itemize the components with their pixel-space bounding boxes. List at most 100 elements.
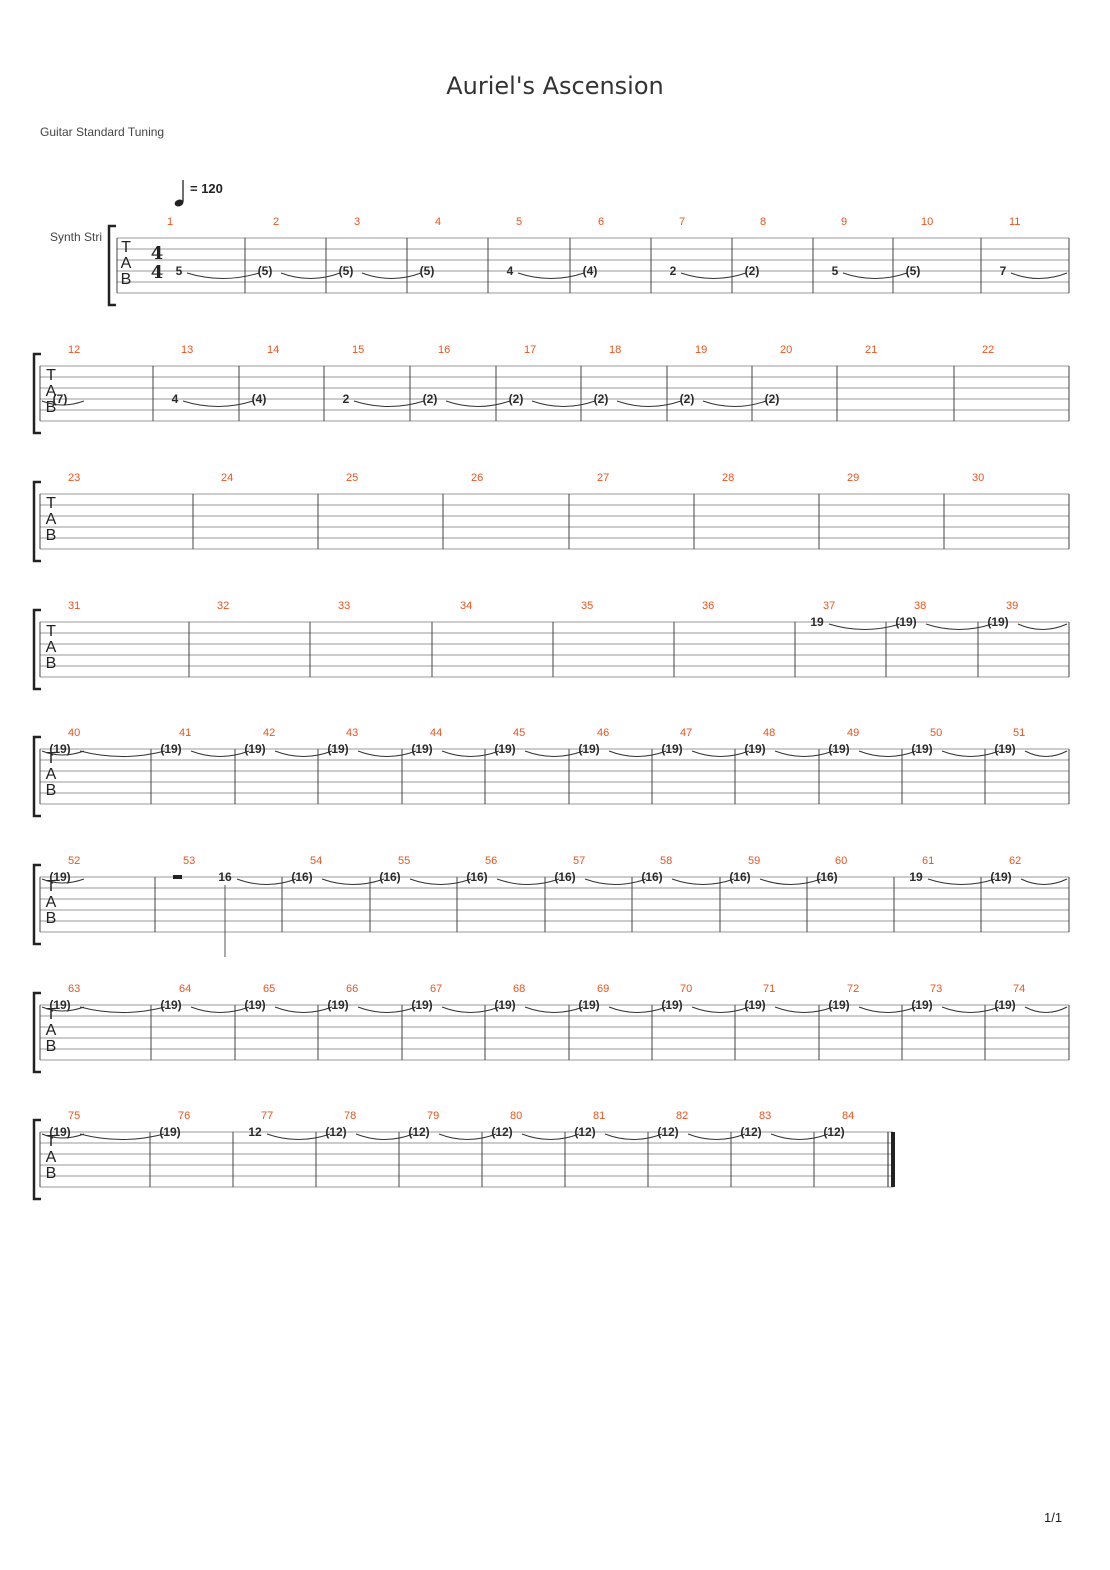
measure-number: 59 xyxy=(748,855,760,867)
tie-arc xyxy=(927,878,996,885)
measure-number: 61 xyxy=(922,855,934,867)
measure-number: 40 xyxy=(68,727,80,739)
fret-number: (12) xyxy=(657,1125,678,1139)
measure-number: 11 xyxy=(1009,216,1020,228)
fret-number: (19) xyxy=(160,742,181,756)
measure-number: 48 xyxy=(763,727,775,739)
measure-number: 19 xyxy=(695,344,707,356)
tie-arc xyxy=(774,1006,834,1013)
measure-number: 76 xyxy=(178,1110,190,1122)
fret-number: (4) xyxy=(583,264,598,278)
measure-number: 18 xyxy=(609,344,621,356)
measure-number: 58 xyxy=(660,855,672,867)
fret-number: (2) xyxy=(594,392,609,406)
staff-bracket xyxy=(32,735,41,818)
tie-arc xyxy=(517,272,585,279)
tie-arc xyxy=(438,1133,497,1140)
measure-number: 13 xyxy=(181,344,193,356)
fret-number: (19) xyxy=(744,742,765,756)
tie-arc xyxy=(321,878,385,885)
measure-number: 12 xyxy=(68,344,80,356)
tab-clef-letter: T xyxy=(46,367,56,384)
measure-number: 6 xyxy=(598,216,604,228)
measure-number: 9 xyxy=(841,216,847,228)
tie-arc xyxy=(774,750,834,757)
tie-arc xyxy=(41,750,85,756)
fret-number: (19) xyxy=(987,615,1008,629)
fret-number: (19) xyxy=(49,870,70,884)
measure-number: 66 xyxy=(346,983,358,995)
tab-clef-letter: B xyxy=(46,399,57,416)
fret-number: (16) xyxy=(641,870,662,884)
instrument-name: Synth Stri xyxy=(50,230,103,244)
tab-clef-letter: T xyxy=(46,878,56,895)
tie-arc xyxy=(1020,878,1068,885)
measure-number: 24 xyxy=(221,472,233,484)
measure-number: 14 xyxy=(267,344,279,356)
tie-arc xyxy=(584,878,647,885)
staff-bracket xyxy=(32,863,41,946)
staff-system: TAB52(19)531654(16)55(16)56(16)57(16)58(… xyxy=(32,855,1070,957)
tab-clef-letter: A xyxy=(46,383,57,400)
measure-number: 70 xyxy=(680,983,692,995)
fret-number: (19) xyxy=(49,742,70,756)
measure-number: 47 xyxy=(680,727,692,739)
fret-number: (4) xyxy=(252,392,267,406)
tie-arc xyxy=(236,878,297,885)
measure-number: 37 xyxy=(823,600,835,612)
measure-number: 39 xyxy=(1006,600,1018,612)
measure-number: 84 xyxy=(842,1110,854,1122)
tie-arc xyxy=(759,878,822,885)
measure-number: 68 xyxy=(513,983,525,995)
fret-number: (19) xyxy=(244,742,265,756)
staff-bracket xyxy=(107,224,116,307)
measure-number: 31 xyxy=(68,600,80,612)
measure-number: 33 xyxy=(338,600,350,612)
tie-arc xyxy=(274,750,333,757)
tab-clef-letter: T xyxy=(121,239,131,256)
tie-arc xyxy=(941,750,1000,757)
tab-clef-letter: T xyxy=(46,750,56,767)
tie-arc xyxy=(353,400,425,407)
measure-number: 75 xyxy=(68,1110,80,1122)
fret-number: (19) xyxy=(990,870,1011,884)
measure-number: 7 xyxy=(679,216,685,228)
measure-number: 45 xyxy=(513,727,525,739)
fret-number: (19) xyxy=(49,1125,70,1139)
measure-number: 26 xyxy=(471,472,483,484)
staff-bracket xyxy=(32,1118,41,1201)
measure-number: 8 xyxy=(760,216,766,228)
tie-arc xyxy=(925,623,993,630)
tie-arc xyxy=(1024,1006,1068,1013)
tab-clef-letter: B xyxy=(46,910,57,927)
tie-arc xyxy=(79,750,166,757)
measure-number: 60 xyxy=(835,855,847,867)
tie-arc xyxy=(79,1006,166,1013)
fret-number: 2 xyxy=(343,392,350,406)
measure-number: 82 xyxy=(676,1110,688,1122)
fret-number: (19) xyxy=(244,998,265,1012)
fret-number: (5) xyxy=(258,264,273,278)
measure-number: 80 xyxy=(510,1110,522,1122)
staff-system: TAB44152(5)3(5)4(5)546(4)728(2)9510(5)11… xyxy=(107,216,1070,307)
tie-arc xyxy=(770,1133,829,1140)
tie-arc xyxy=(858,1006,917,1013)
tab-clef-letter: B xyxy=(121,271,132,288)
fret-number: (16) xyxy=(729,870,750,884)
measure-number: 65 xyxy=(263,983,275,995)
fret-number: (19) xyxy=(828,742,849,756)
fret-number: (19) xyxy=(994,742,1015,756)
measure-number: 29 xyxy=(847,472,859,484)
measure-number: 50 xyxy=(930,727,942,739)
fret-number: (19) xyxy=(911,742,932,756)
tab-clef-letter: B xyxy=(46,782,57,799)
measure-number: 44 xyxy=(430,727,442,739)
fret-number: (16) xyxy=(379,870,400,884)
fret-number: (5) xyxy=(906,264,921,278)
measure-number: 21 xyxy=(865,344,877,356)
tie-arc xyxy=(357,1006,417,1013)
fret-number: 19 xyxy=(909,870,923,884)
fret-number: 19 xyxy=(810,615,824,629)
tie-arc xyxy=(608,1006,667,1013)
quarter-note-icon xyxy=(174,180,184,207)
